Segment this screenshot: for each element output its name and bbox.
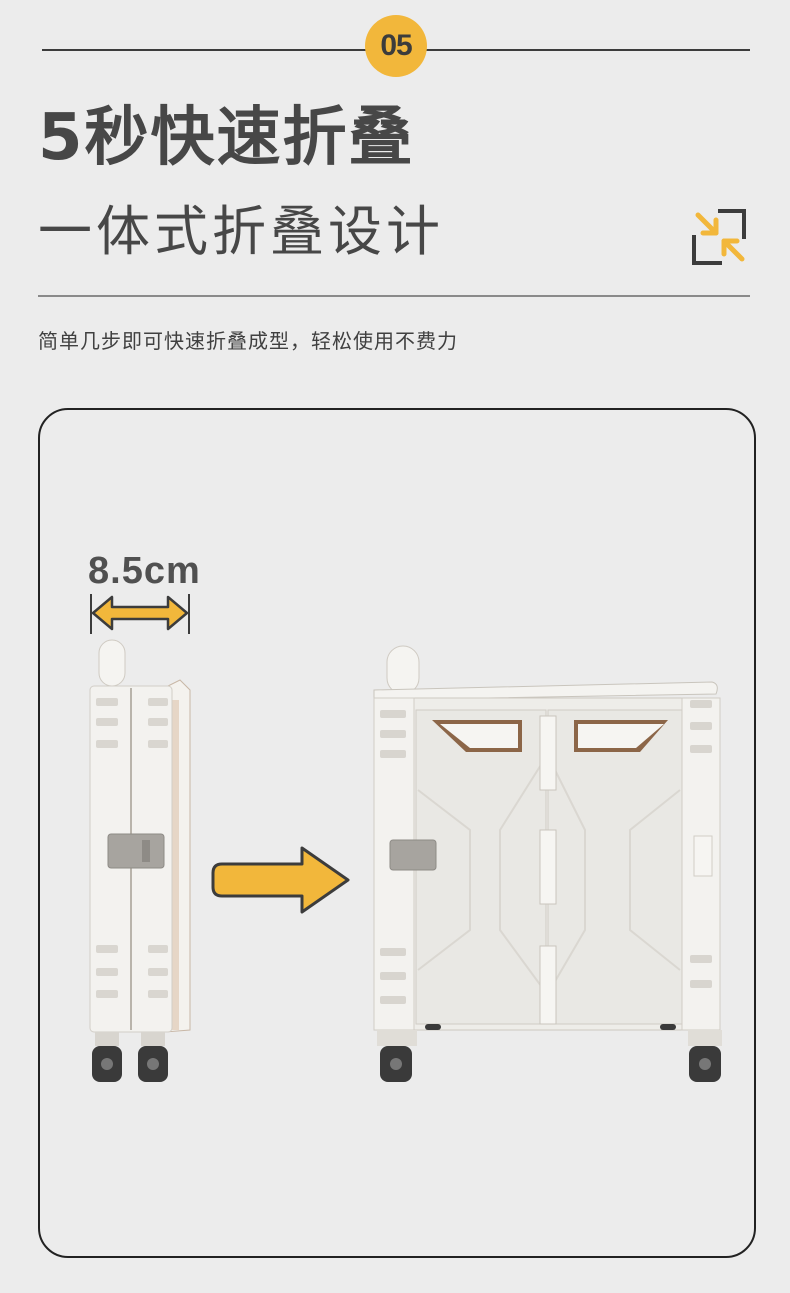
collapse-arrows-icon: [692, 209, 746, 265]
width-label: 8.5cm: [88, 550, 201, 592]
top-rule-left: [42, 49, 367, 51]
folded-cart: [89, 639, 191, 1082]
unfolded-cart: [373, 645, 722, 1082]
page-subtitle: 一体式折叠设计: [38, 200, 444, 263]
step-number-badge: 05: [365, 15, 427, 77]
width-dimension-arrow: [90, 594, 190, 634]
right-arrow-icon: [211, 846, 350, 914]
top-rule-right: [425, 49, 750, 51]
page-title: 5秒快速折叠: [38, 101, 415, 175]
divider: [38, 295, 750, 297]
double-arrow-icon: [91, 595, 189, 631]
description: 简单几步即可快速折叠成型，轻松使用不费力: [38, 329, 458, 353]
